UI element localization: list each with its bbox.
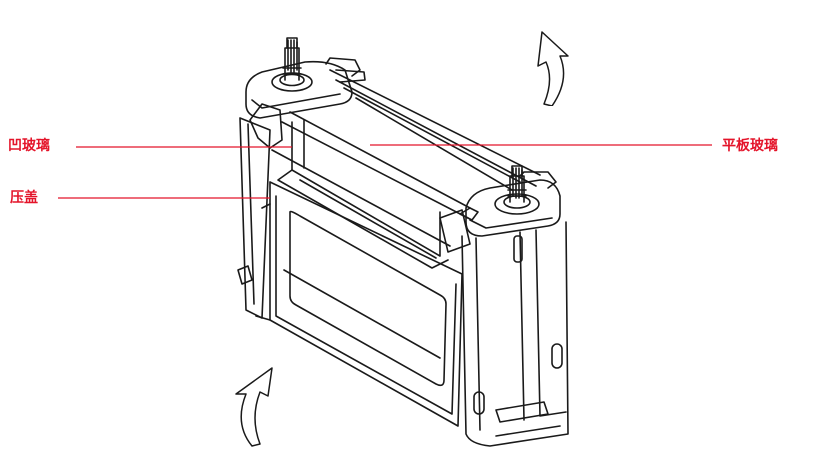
rear-frame (329, 69, 541, 191)
label-pressure-cover: 压盖 (10, 190, 38, 206)
label-concave-glass: 凹玻璃 (8, 138, 50, 154)
right-side-plate (439, 209, 569, 447)
left-bracket (245, 37, 366, 119)
curved-arrow-up-icon (235, 367, 273, 447)
label-flat-glass: 平板玻璃 (722, 138, 778, 154)
pressure-cover-frame (255, 181, 463, 427)
front-crossbars (271, 111, 471, 247)
right-bracket (459, 165, 561, 237)
curved-arrow-up-icon (537, 31, 569, 106)
